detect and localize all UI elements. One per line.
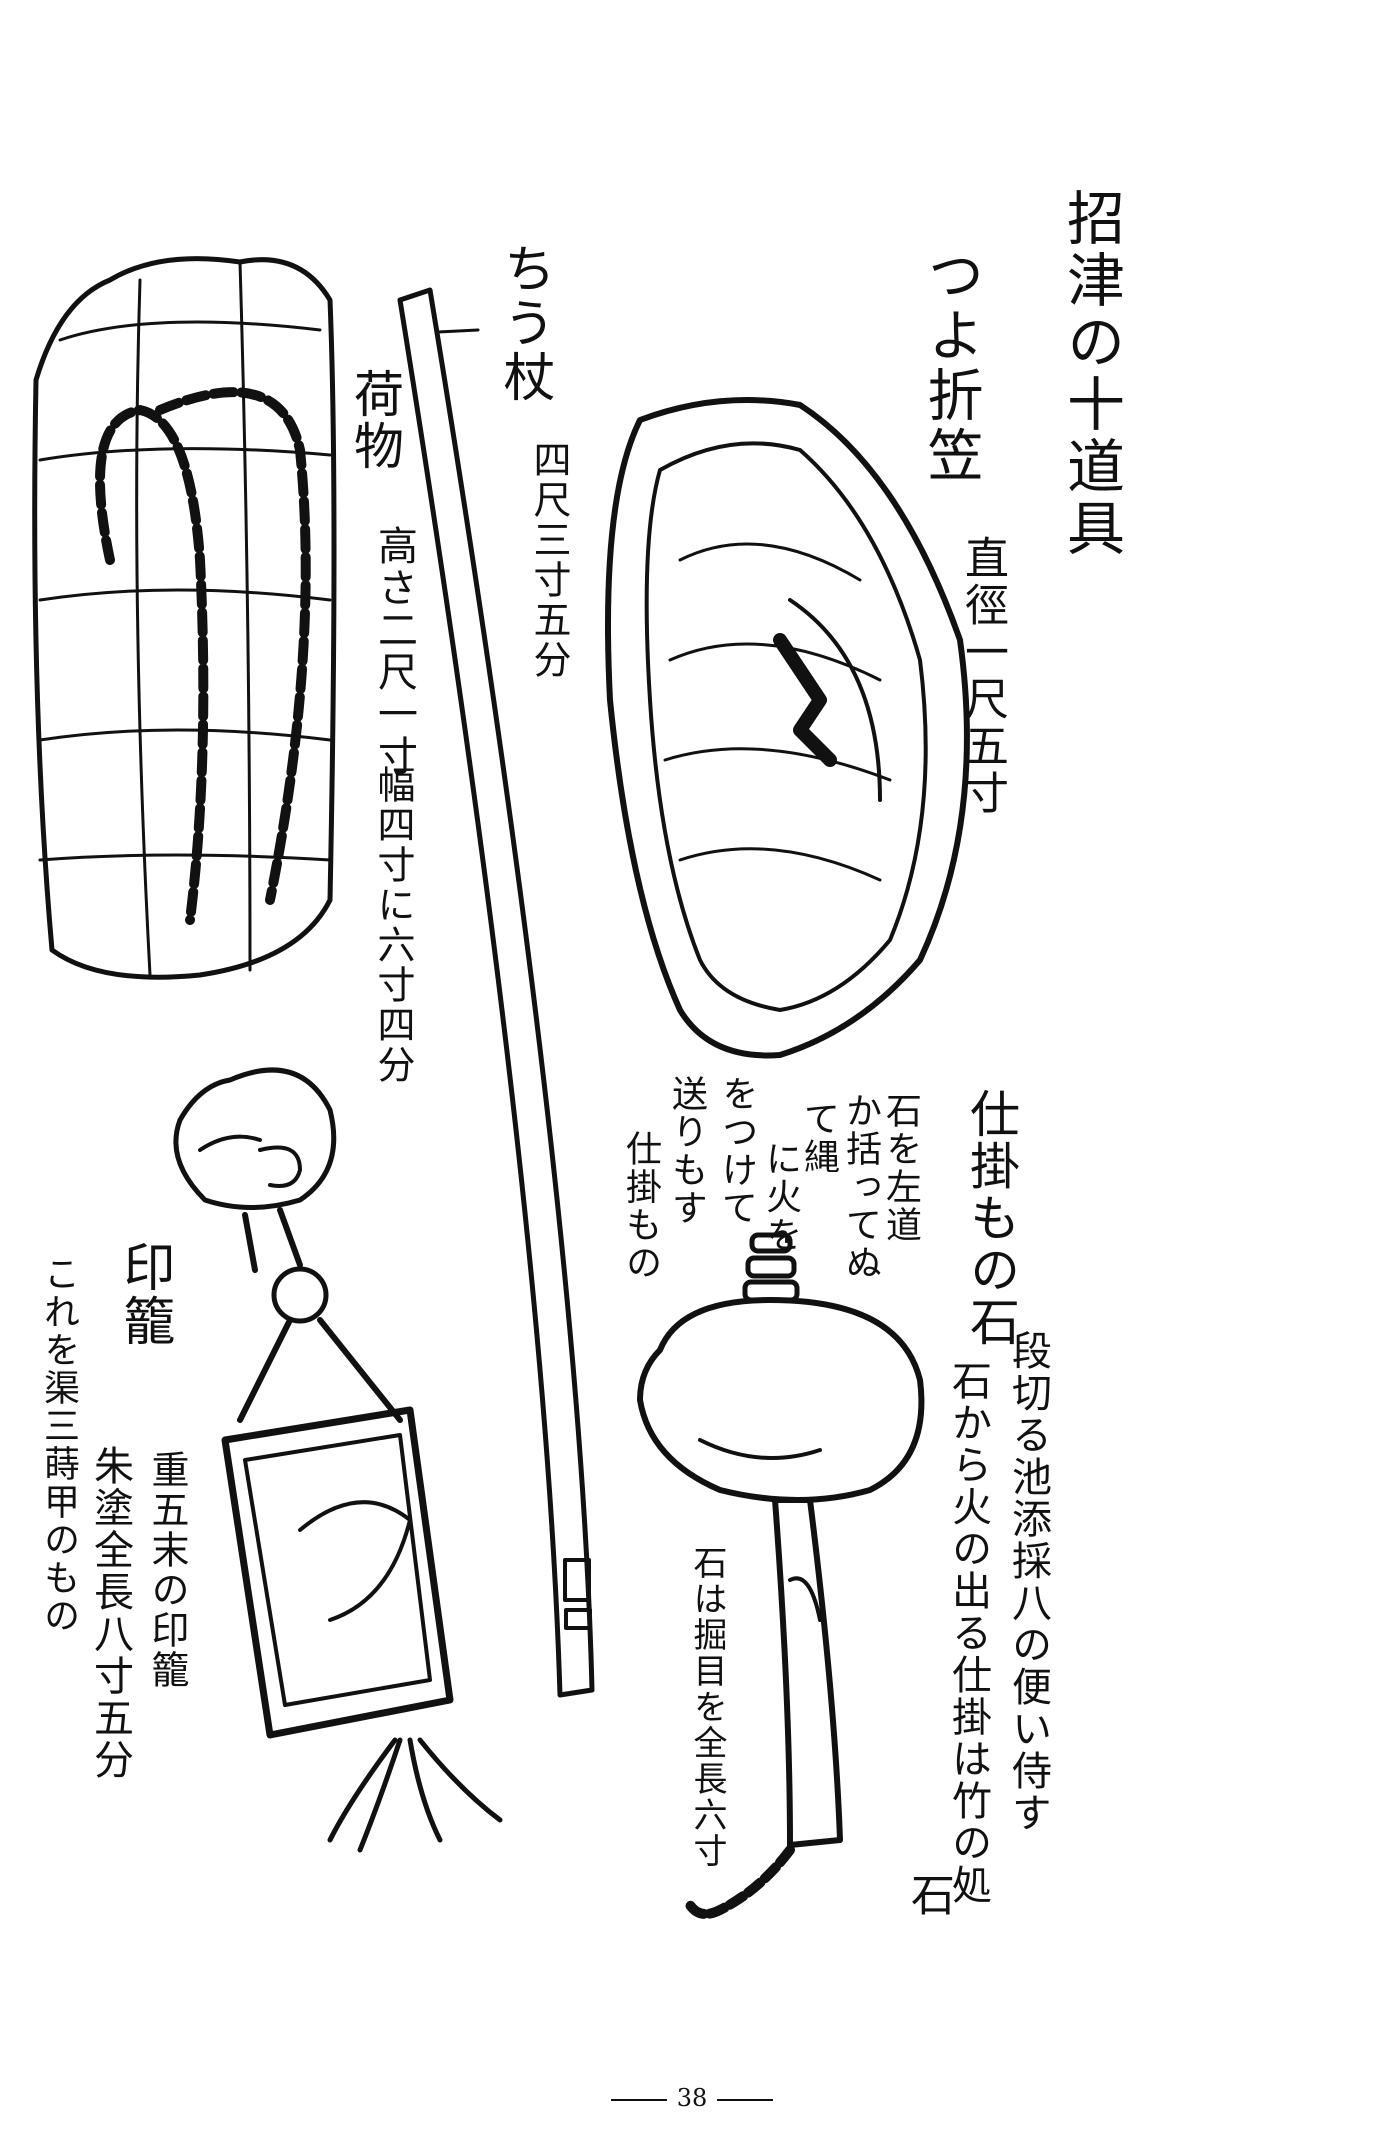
fire-stone-mark: 石 bbox=[903, 1872, 954, 1916]
bundled-cargo-drawing bbox=[32, 256, 337, 980]
page-number-dash-left bbox=[610, 2098, 667, 2101]
inro-desc: 重五末の印籠 bbox=[145, 1450, 189, 1690]
mech-note-1: 石を左道 bbox=[880, 1092, 921, 1244]
fire-stone-desc-3: 石は掘目を全長六寸 bbox=[687, 1545, 727, 1869]
mech-note-4: に火を bbox=[760, 1140, 801, 1254]
cargo-height: 高さ二尺一寸 bbox=[371, 525, 417, 777]
fire-stone-drawing bbox=[637, 1232, 925, 1919]
page-number-value: 38 bbox=[676, 2084, 708, 2112]
page-title: 招津の十道具 bbox=[1057, 188, 1125, 560]
kasa-name: つよ折笠 bbox=[918, 246, 983, 486]
staff-length: 四尺三寸五分 bbox=[527, 440, 571, 680]
cargo-name: 荷物 bbox=[346, 368, 404, 472]
mech-note-5: をつけて bbox=[716, 1075, 757, 1227]
kasa-size: 直徑一尺五寸 bbox=[957, 535, 1008, 817]
mech-note-7: 仕掛もの bbox=[620, 1130, 661, 1282]
mech-note-6: 送りもす bbox=[666, 1075, 707, 1227]
staff-drawing bbox=[397, 287, 595, 1698]
fire-stone-desc-2: 石から火の出る仕掛は竹の処 bbox=[945, 1360, 991, 1906]
inro-size: 朱塗全長八寸五分 bbox=[87, 1445, 133, 1781]
cargo-width: 幅四寸に六寸四分 bbox=[371, 765, 415, 1085]
staff-name: ちう杖 bbox=[494, 242, 554, 404]
fire-stone-desc-1: 段切る池添採八の便い侍す bbox=[1005, 1330, 1051, 1834]
fire-stone-name: 仕掛もの石 bbox=[962, 1088, 1020, 1348]
inro-note: これを渠三蒔甲のもの bbox=[38, 1255, 79, 1635]
mech-note-2: か括ってぬ bbox=[840, 1092, 881, 1282]
inro-drawing bbox=[173, 1067, 503, 1853]
page-number-dash-right bbox=[717, 2098, 774, 2101]
mech-note-3: て縄 bbox=[798, 1100, 839, 1176]
page-number: 38 bbox=[0, 2084, 1384, 2112]
woven-hat-drawing bbox=[605, 397, 970, 1059]
inro-name: 印籠 bbox=[114, 1240, 174, 1348]
